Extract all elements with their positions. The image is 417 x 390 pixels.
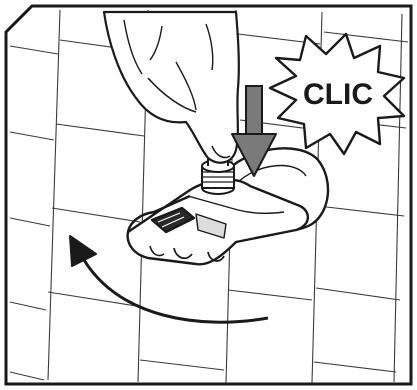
clic-label: CLIC (303, 78, 373, 111)
